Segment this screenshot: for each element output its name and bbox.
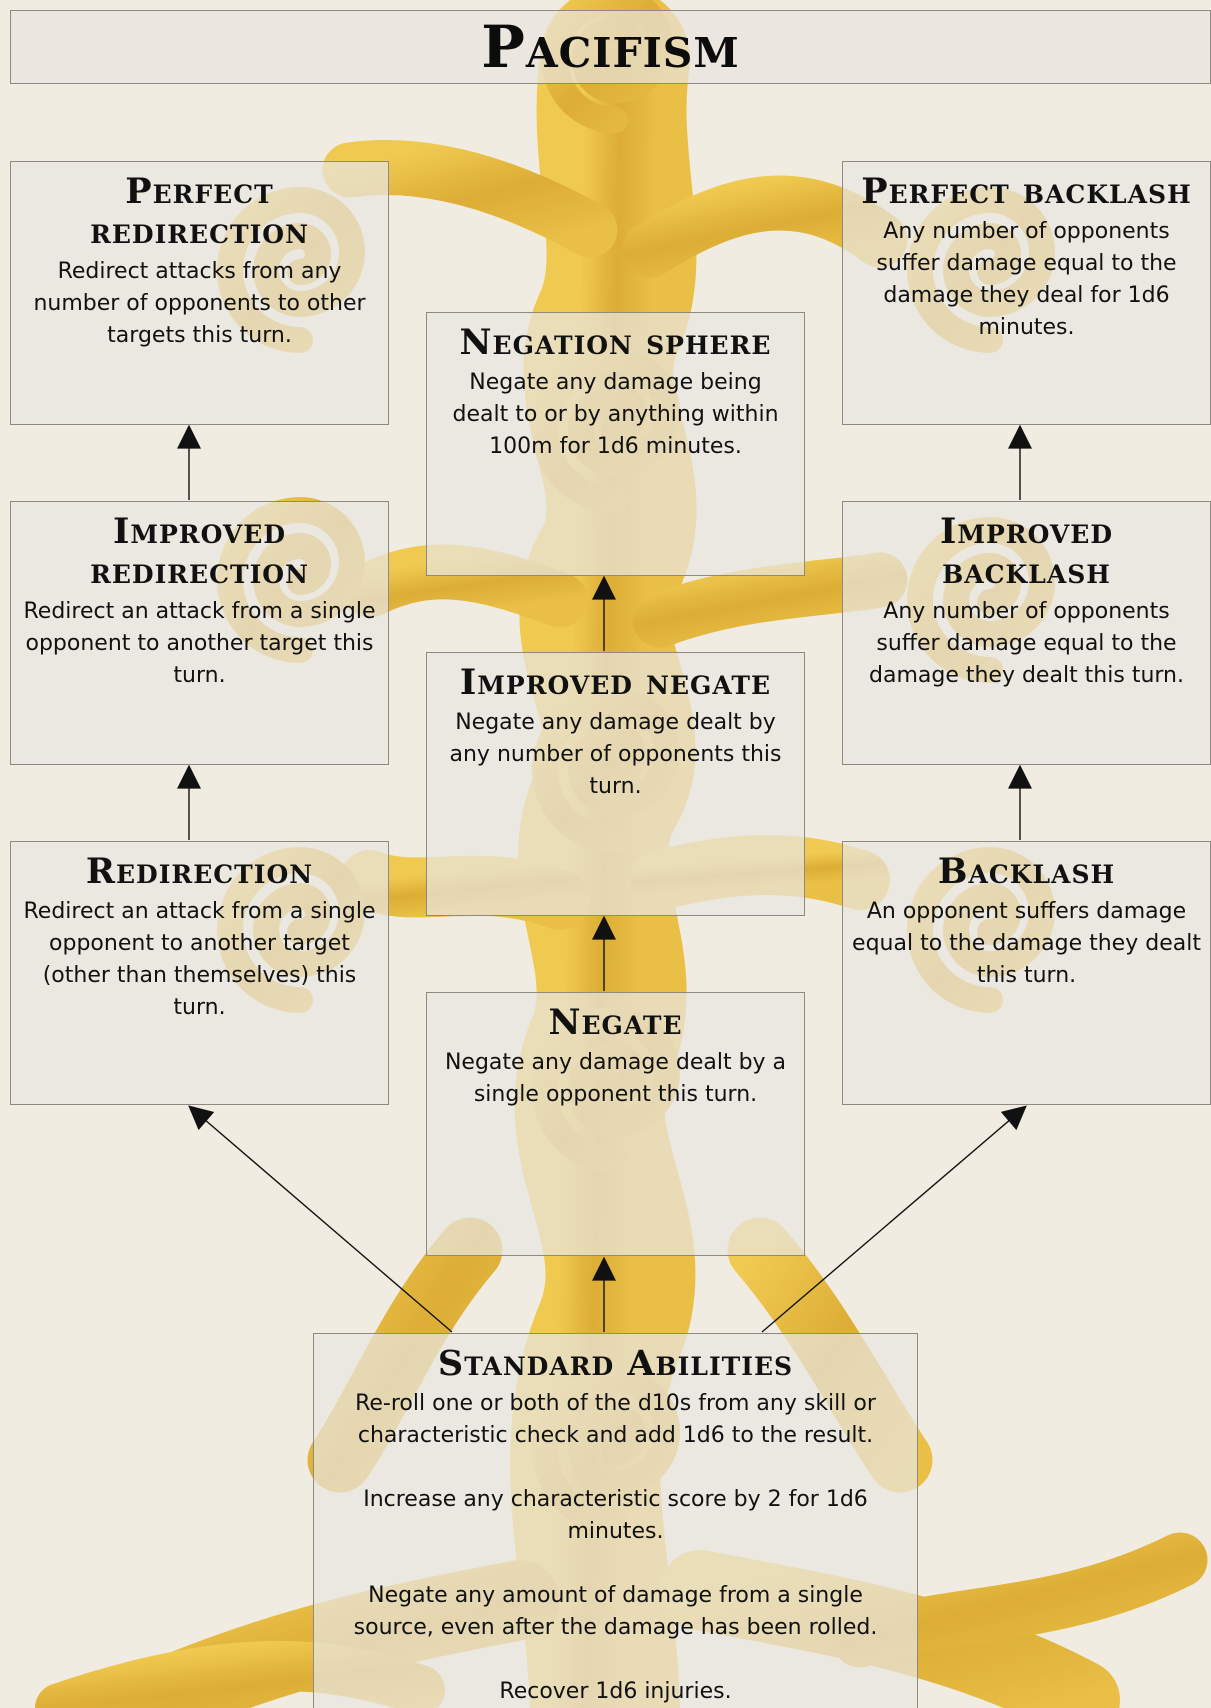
node-title: Standard Abilities	[437, 1343, 794, 1384]
node-title: Redirection	[85, 851, 314, 892]
ability-line: Increase any characteristic score by 2 f…	[363, 1487, 868, 1544]
node-description-list: Re-roll one or both of the d10s from any…	[326, 1388, 905, 1708]
node-title: Improved backlash	[939, 511, 1114, 592]
node-backlash: Backlash An opponent suffers damage equa…	[842, 841, 1211, 1105]
node-description: Any number of opponents suffer damage eq…	[869, 599, 1184, 688]
page-title: Pacifism	[481, 13, 740, 81]
ability-line: Negate any amount of damage from a singl…	[353, 1583, 878, 1640]
arrow-standard-to-redirection	[188, 1105, 453, 1333]
node-title: Negate	[548, 1002, 683, 1043]
node-improved-negate: Improved negate Negate any damage dealt …	[426, 652, 805, 916]
ability-line: Re-roll one or both of the d10s from any…	[355, 1391, 876, 1448]
node-perfect-backlash: Perfect backlash Any number of opponents…	[842, 161, 1211, 425]
node-improved-backlash: Improved backlash Any number of opponent…	[842, 501, 1211, 765]
node-description: Redirect attacks from any number of oppo…	[33, 259, 366, 348]
node-description: An opponent suffers damage equal to the …	[852, 899, 1201, 988]
node-title: Improved negate	[459, 662, 772, 703]
node-description: Negate any damage dealt by a single oppo…	[444, 1050, 787, 1107]
node-title: Perfect backlash	[861, 171, 1192, 212]
node-description: Negate any damage dealt by any number of…	[449, 710, 782, 799]
node-description: Redirect an attack from a single opponen…	[23, 599, 376, 688]
node-description: Negate any damage being dealt to or by a…	[452, 370, 779, 459]
node-perfect-redirection: Perfect redirection Redirect attacks fro…	[10, 161, 389, 425]
node-negation-sphere: Negation sphere Negate any damage being …	[426, 312, 805, 576]
page-header: Pacifism	[10, 10, 1211, 84]
node-description: Redirect an attack from a single opponen…	[23, 899, 376, 1020]
node-standard-abilities: Standard Abilities Re-roll one or both o…	[313, 1333, 918, 1708]
arrow-standard-to-backlash	[761, 1105, 1027, 1333]
node-negate: Negate Negate any damage dealt by a sing…	[426, 992, 805, 1256]
node-title: Perfect redirection	[90, 171, 309, 252]
node-title: Negation sphere	[459, 322, 772, 363]
node-title: Backlash	[937, 851, 1116, 892]
node-description: Any number of opponents suffer damage eq…	[876, 219, 1177, 340]
node-improved-redirection: Improved redirection Redirect an attack …	[10, 501, 389, 765]
node-redirection: Redirection Redirect an attack from a si…	[10, 841, 389, 1105]
ability-line: Recover 1d6 injuries.	[499, 1679, 732, 1704]
node-title: Improved redirection	[90, 511, 309, 592]
